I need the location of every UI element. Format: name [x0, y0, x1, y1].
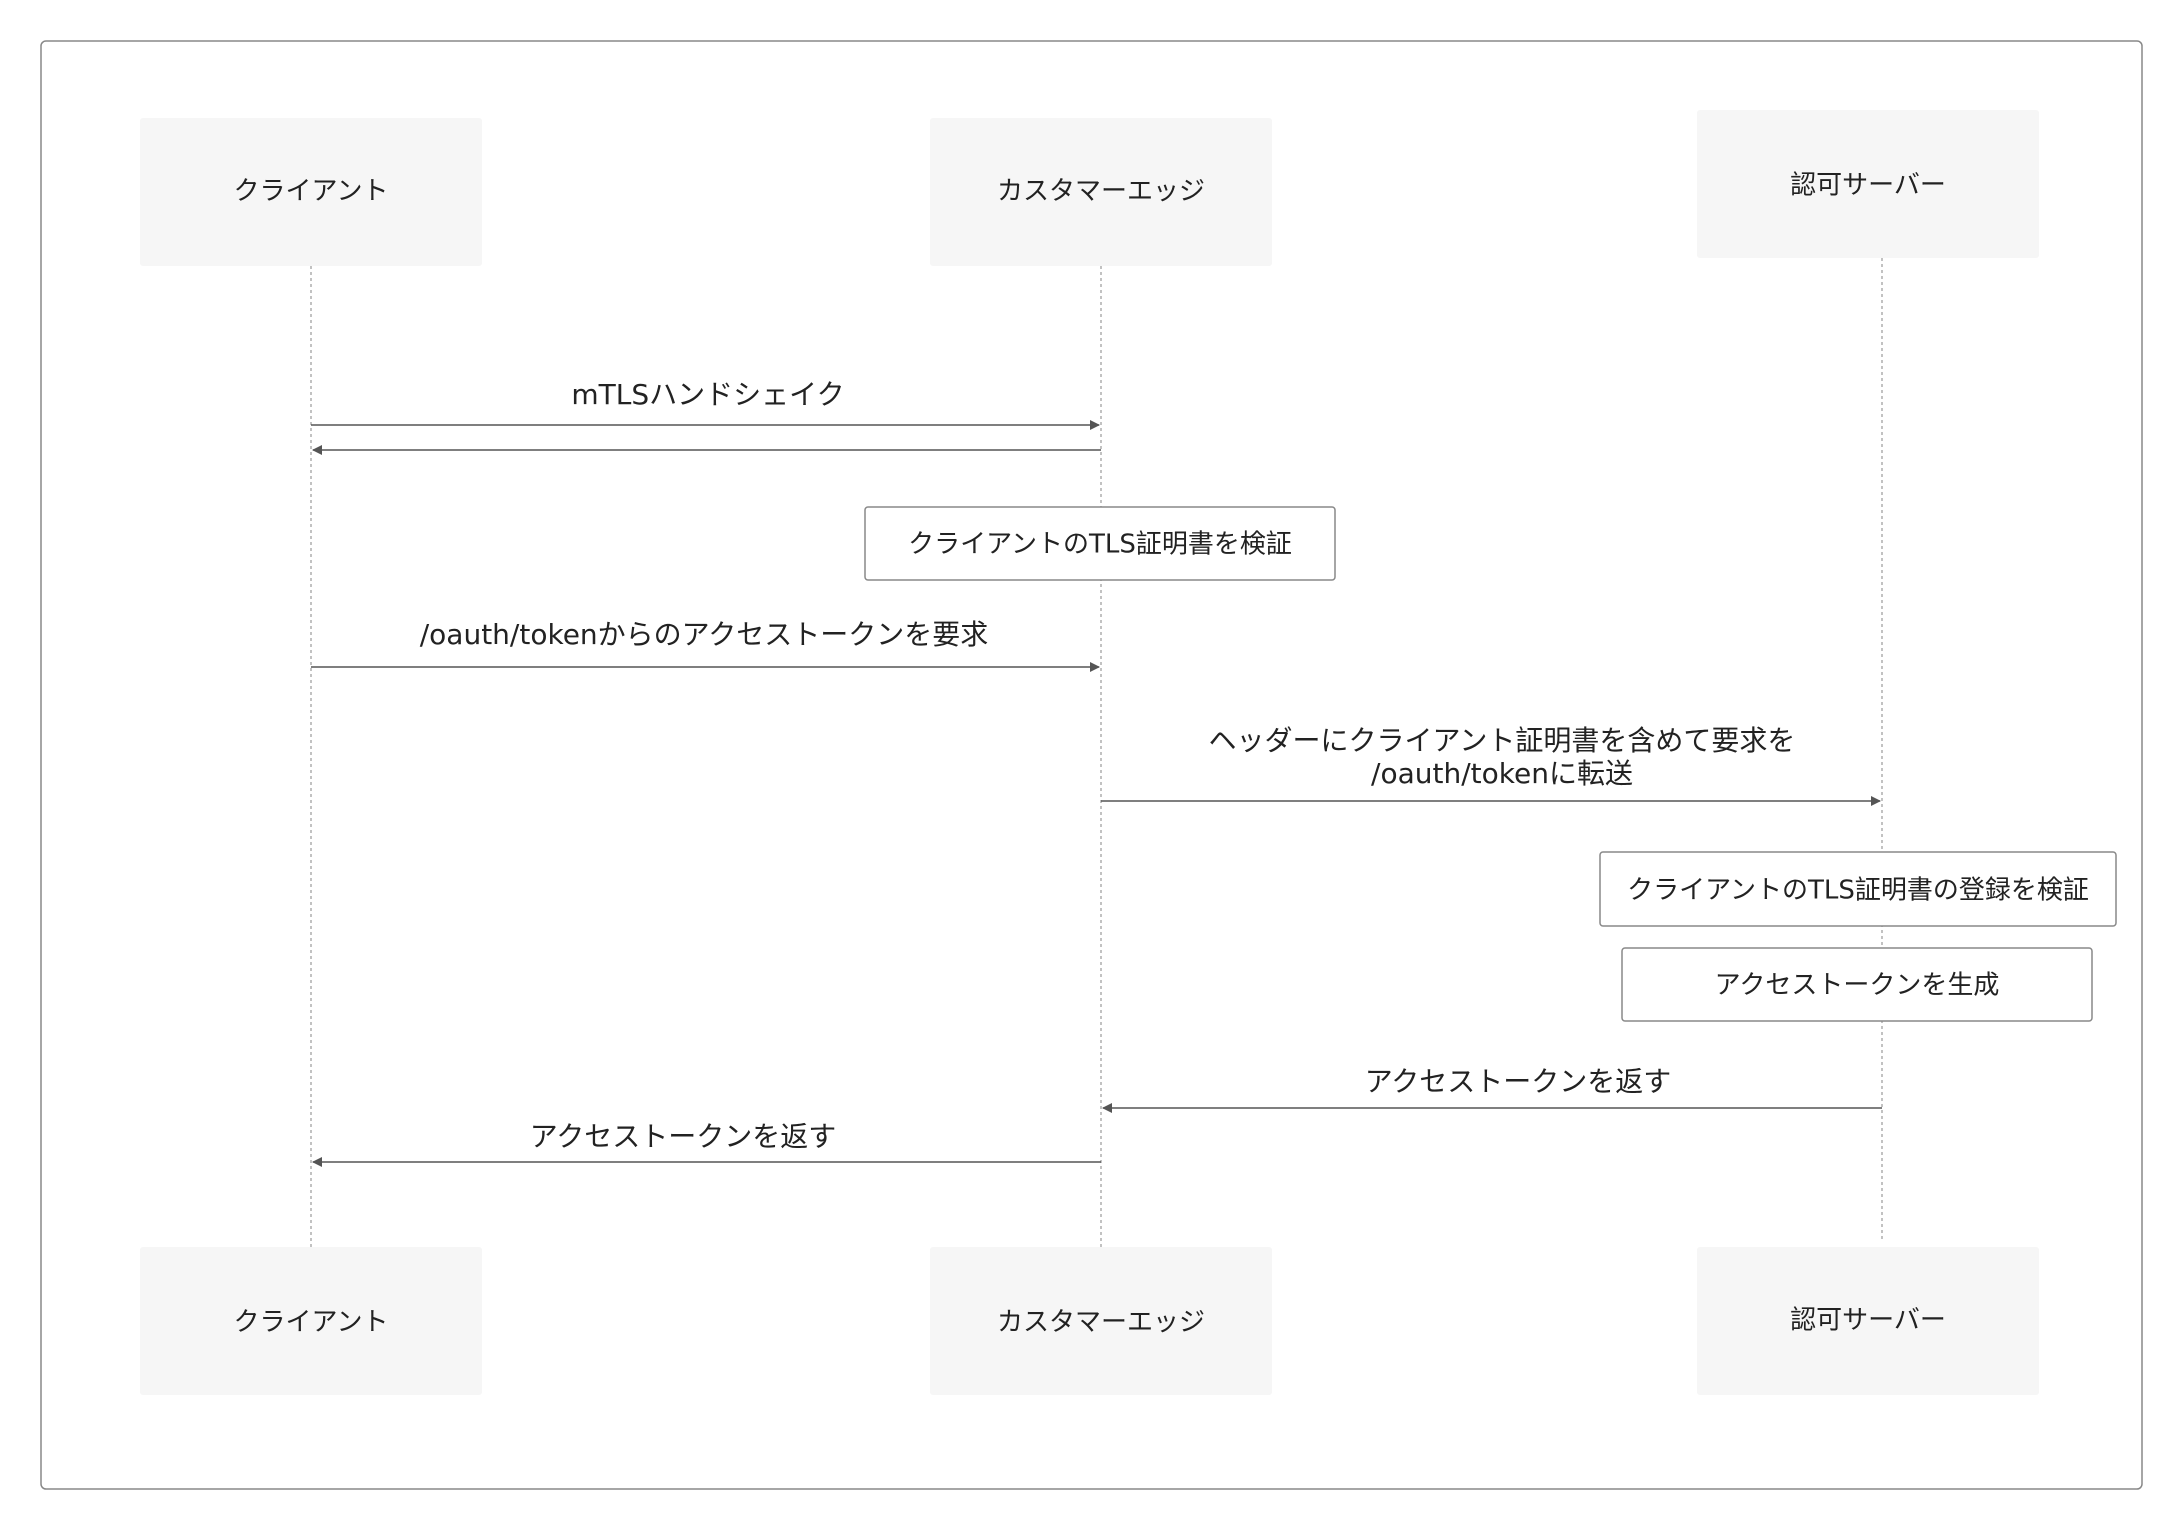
message-label-line-1: ヘッダーにクライアント証明書を含めて要求を	[1209, 724, 1796, 757]
message-forward-request: ヘッダーにクライアント証明書を含めて要求を /oauth/tokenに転送	[1101, 724, 1881, 806]
message-edge-return-token: アクセストークンを返す	[312, 1120, 1101, 1167]
actor-label: クライアント	[234, 1308, 389, 1338]
note-label: クライアントのTLS証明書の登録を検証	[1627, 876, 2089, 906]
message-label: /oauth/tokenからのアクセストークンを要求	[420, 618, 989, 651]
message-label: mTLSハンドシェイク	[571, 378, 844, 411]
note-verify-tls-cert: クライアントのTLS証明書を検証	[864, 506, 1336, 581]
actor-bottom-edge: カスタマーエッジ	[930, 1247, 1272, 1395]
message-label: アクセストークンを返す	[1365, 1065, 1672, 1098]
actor-label: カスタマーエッジ	[997, 1308, 1205, 1338]
actor-label: 認可サーバー	[1790, 1306, 1946, 1336]
diagram-frame	[40, 40, 2143, 1490]
actor-top-auth: 認可サーバー	[1697, 110, 2039, 258]
message-auth-return-token: アクセストークンを返す	[1102, 1065, 1882, 1113]
message-mtls-handshake: mTLSハンドシェイク	[311, 378, 1100, 430]
message-request-token: /oauth/tokenからのアクセストークンを要求	[311, 618, 1100, 672]
note-generate-token: アクセストークンを生成	[1621, 947, 2093, 1022]
actor-label: 認可サーバー	[1790, 171, 1946, 201]
message-label-line-2: /oauth/tokenに転送	[1371, 757, 1633, 790]
note-label: アクセストークンを生成	[1715, 971, 2000, 1001]
actor-top-client: クライアント	[140, 118, 482, 266]
actor-bottom-client: クライアント	[140, 1247, 482, 1395]
actor-bottom-auth: 認可サーバー	[1697, 1247, 2039, 1395]
actor-top-edge: カスタマーエッジ	[930, 118, 1272, 266]
actor-label: クライアント	[234, 177, 389, 207]
actor-label: カスタマーエッジ	[997, 177, 1205, 207]
note-label: クライアントのTLS証明書を検証	[908, 530, 1292, 560]
message-label: アクセストークンを返す	[530, 1120, 837, 1153]
note-verify-cert-registration: クライアントのTLS証明書の登録を検証	[1599, 851, 2117, 927]
